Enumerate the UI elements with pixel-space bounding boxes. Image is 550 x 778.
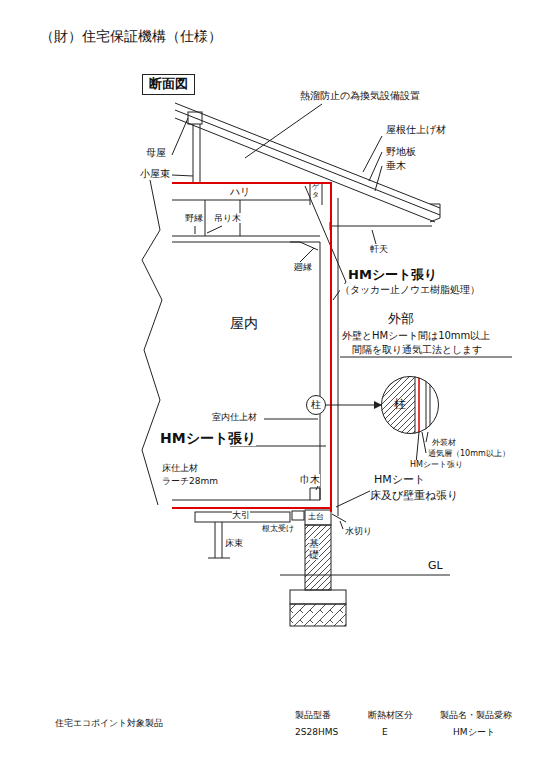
part-label: GL xyxy=(428,560,443,573)
part-label: 2S28HMS xyxy=(295,727,338,737)
part-label: 垂木 xyxy=(386,160,406,172)
part-label: 野地板 xyxy=(386,146,416,158)
part-label: 外部 xyxy=(388,312,414,327)
part-label: ハリ xyxy=(230,186,250,198)
part-label: 外壁とHMシート間は10mm以上 xyxy=(342,330,490,342)
detail-circle: 柱 xyxy=(306,395,326,415)
heading-box: 断面図 xyxy=(142,74,195,95)
part-label: ゲタ xyxy=(312,184,319,199)
part-label: HMシート xyxy=(453,727,495,737)
part-label: 大引 xyxy=(232,510,250,520)
detail-circle: 柱 xyxy=(381,376,439,434)
part-label: E xyxy=(382,727,388,737)
part-label: 外装材 xyxy=(432,438,456,447)
node-text: 柱 xyxy=(311,399,321,411)
part-label: 屋根仕上げ材 xyxy=(386,124,446,136)
part-label: 通気層（10mm以上） xyxy=(428,449,510,458)
part-label: 床仕上材 xyxy=(162,463,198,473)
part-label: 野縁 xyxy=(185,213,203,223)
node-text: 柱 xyxy=(394,398,406,412)
part-label: 室内仕上材 xyxy=(212,412,257,422)
part-label: 吊り木 xyxy=(214,213,241,223)
part-label: 製品名・製品愛称 xyxy=(440,710,512,720)
part-label: （タッカー止ノウエ樹脂処理） xyxy=(340,284,480,296)
node-text: 断面図 xyxy=(149,77,188,92)
part-label: HMシート張り xyxy=(410,460,463,469)
part-label: 水切り xyxy=(345,526,372,536)
part-label: HMシート xyxy=(374,474,425,487)
part-label: 軒天 xyxy=(370,244,388,254)
part-label: HMシート張り xyxy=(160,430,256,446)
part-label: 土台 xyxy=(308,512,324,521)
part-label: 熱溜防止の為換気設備設置 xyxy=(300,90,420,102)
part-label: 根太受け xyxy=(262,524,294,533)
part-label: 間隔を取り通気工法とします xyxy=(352,344,482,356)
part-label: 小屋束 xyxy=(140,168,170,180)
part-label: 断熱材区分 xyxy=(368,710,413,720)
part-label: 巾木 xyxy=(300,474,320,486)
part-label: 屋内 xyxy=(230,315,258,331)
part-label: HMシート張り xyxy=(348,268,437,283)
part-label: 床及び壁重ね張り xyxy=(370,490,458,503)
part-label: 廻縁 xyxy=(294,262,312,272)
part-label: 住宅エコポイント対象製品 xyxy=(55,718,163,728)
part-label: 床束 xyxy=(225,538,243,548)
part-label: ラーチ28mm xyxy=(162,476,218,486)
part-label: 基礎 xyxy=(309,538,319,560)
detail-arrow xyxy=(326,405,381,406)
part-label: 母屋 xyxy=(146,147,166,159)
page-title: （財）住宅保証機構（仕様） xyxy=(40,28,222,44)
part-label: 製品型番 xyxy=(295,710,331,720)
